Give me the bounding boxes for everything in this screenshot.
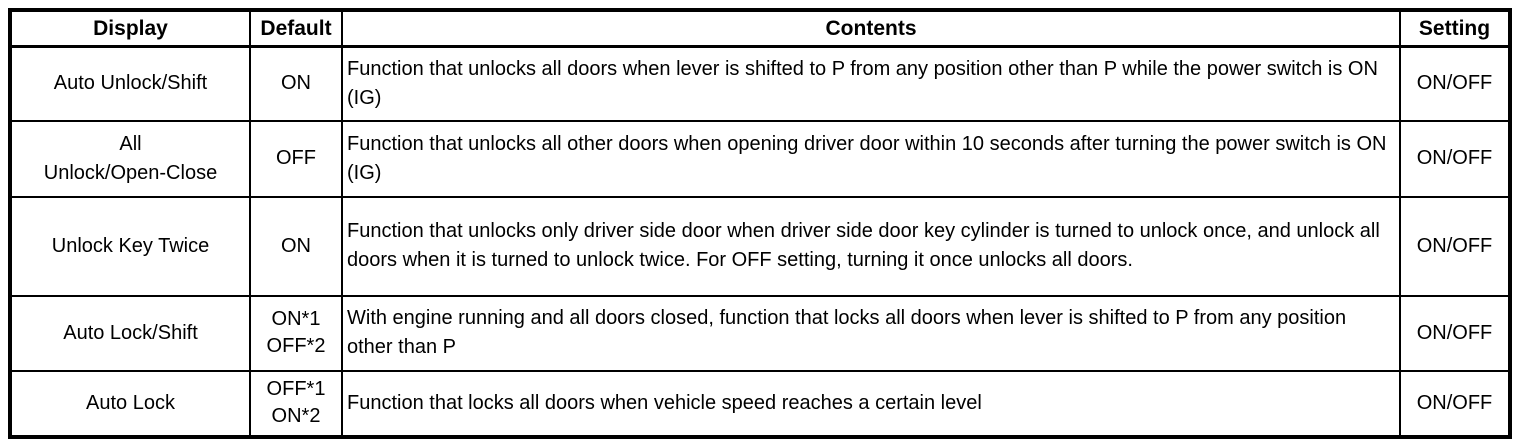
contents-cell: Function that unlocks all other doors wh… [341, 119, 1401, 198]
door-lock-settings-table: Display Default Contents Setting Auto Un… [8, 8, 1512, 439]
setting-cell: ON/OFF [1399, 294, 1511, 372]
default-cell: ON*1 OFF*2 [249, 294, 343, 372]
setting-cell: ON/OFF [1399, 45, 1511, 122]
column-header-contents: Contents [341, 9, 1401, 48]
default-cell: OFF*1 ON*2 [249, 369, 343, 439]
contents-cell: Function that locks all doors when vehic… [341, 369, 1401, 439]
contents-cell: Function that unlocks only driver side d… [341, 195, 1401, 297]
column-header-display: Display [9, 9, 251, 48]
display-cell: All Unlock/Open-Close [9, 119, 251, 198]
setting-cell: ON/OFF [1399, 119, 1511, 198]
table-row: Auto Unlock/Shift ON Function that unloc… [9, 45, 1511, 122]
contents-cell: Function that unlocks all doors when lev… [341, 45, 1401, 122]
display-cell: Auto Unlock/Shift [9, 45, 251, 122]
default-cell: ON [249, 45, 343, 122]
display-cell: Auto Lock [9, 369, 251, 439]
display-cell: Unlock Key Twice [9, 195, 251, 297]
setting-cell: ON/OFF [1399, 369, 1511, 439]
table-row: Auto Lock/Shift ON*1 OFF*2 With engine r… [9, 294, 1511, 372]
contents-cell: With engine running and all doors closed… [341, 294, 1401, 372]
setting-cell: ON/OFF [1399, 195, 1511, 297]
default-cell: ON [249, 195, 343, 297]
display-cell: Auto Lock/Shift [9, 294, 251, 372]
column-header-default: Default [249, 9, 343, 48]
default-cell: OFF [249, 119, 343, 198]
table-header-row: Display Default Contents Setting [9, 9, 1511, 48]
table-row: All Unlock/Open-Close OFF Function that … [9, 119, 1511, 198]
table-row: Auto Lock OFF*1 ON*2 Function that locks… [9, 369, 1511, 439]
column-header-setting: Setting [1399, 9, 1511, 48]
table-row: Unlock Key Twice ON Function that unlock… [9, 195, 1511, 297]
